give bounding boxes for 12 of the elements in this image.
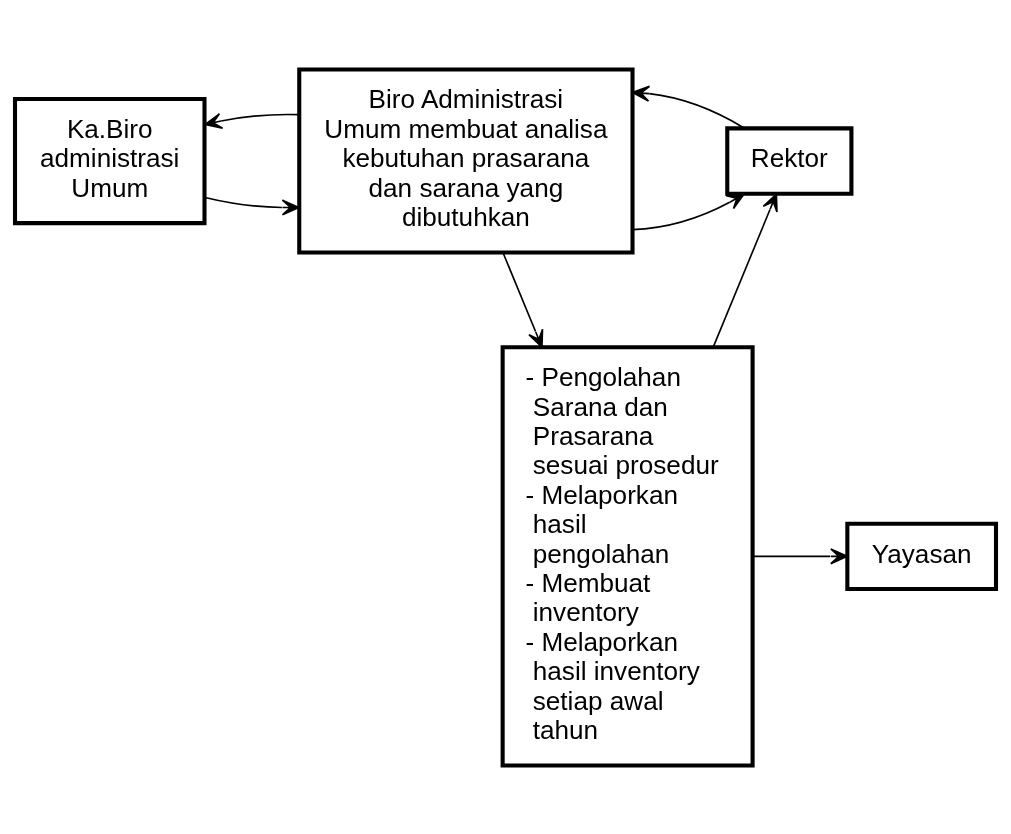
node-box: - Pengolahan Sarana dan Prasarana sesuai prosedur - Melaporkan hasil pengolahan - Membuat inventory - Melaporkan hasil inventory setiap awal tahun (500, 344, 755, 767)
arrow (712, 192, 778, 348)
arrow (631, 84, 745, 129)
node-box: Yayasan (845, 521, 999, 591)
arrow (502, 251, 544, 348)
node-box: Biro Administrasi Umum membuat analisa kebutuhan prasarana dan sarana yang dibutuhkan (297, 67, 635, 255)
node-box: Ka.Biro administrasi Umum (12, 96, 207, 225)
arrow (204, 112, 300, 129)
arrow (631, 192, 745, 230)
arrow (752, 547, 848, 565)
node-box: Rektor (725, 125, 854, 196)
arrow (204, 196, 300, 216)
